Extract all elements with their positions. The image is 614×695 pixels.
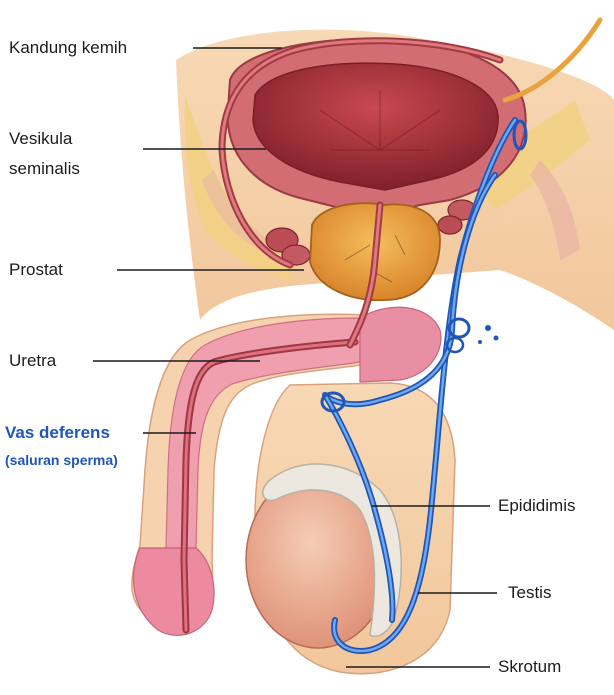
label-vas-deferens-sub: (saluran sperma) bbox=[5, 452, 118, 468]
label-vesikula-line1: Vesikula bbox=[9, 128, 72, 150]
label-vesikula-line2: seminalis bbox=[9, 158, 80, 180]
label-prostat: Prostat bbox=[9, 259, 63, 281]
label-uretra: Uretra bbox=[9, 350, 56, 372]
label-testis: Testis bbox=[508, 582, 551, 604]
label-vas-deferens: Vas deferens bbox=[5, 422, 110, 444]
label-kandung-kemih: Kandung kemih bbox=[9, 37, 127, 59]
label-skrotum: Skrotum bbox=[498, 656, 561, 678]
label-epididimis: Epididimis bbox=[498, 495, 575, 517]
penile-bulb bbox=[360, 307, 441, 382]
testis-group bbox=[246, 464, 401, 648]
